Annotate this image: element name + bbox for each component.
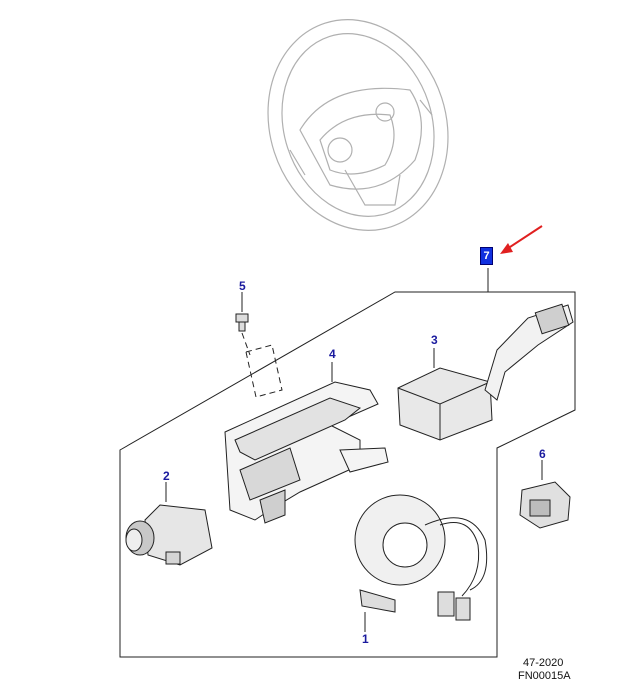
steering-wheel-illustration (267, 19, 449, 231)
callout-3[interactable]: 3 (431, 333, 438, 347)
rotary-switch (125, 482, 213, 566)
callout-6[interactable]: 6 (539, 447, 546, 461)
red-arrow-icon (500, 225, 543, 254)
assembly-frame (119, 291, 576, 658)
figure-number: FN00015A (518, 670, 571, 682)
multifunction-switch (397, 303, 574, 441)
diagram-code: 47-2020 (523, 657, 564, 669)
screw-part (235, 292, 283, 398)
callout-4[interactable]: 4 (329, 347, 336, 361)
clock-spring (354, 494, 488, 632)
callout-7-highlighted[interactable]: 7 (480, 247, 493, 265)
callout-1[interactable]: 1 (362, 632, 369, 646)
callout-2[interactable]: 2 (163, 469, 170, 483)
switch-module (519, 460, 571, 529)
steering-column-shroud (224, 362, 389, 524)
callout-5[interactable]: 5 (239, 279, 246, 293)
